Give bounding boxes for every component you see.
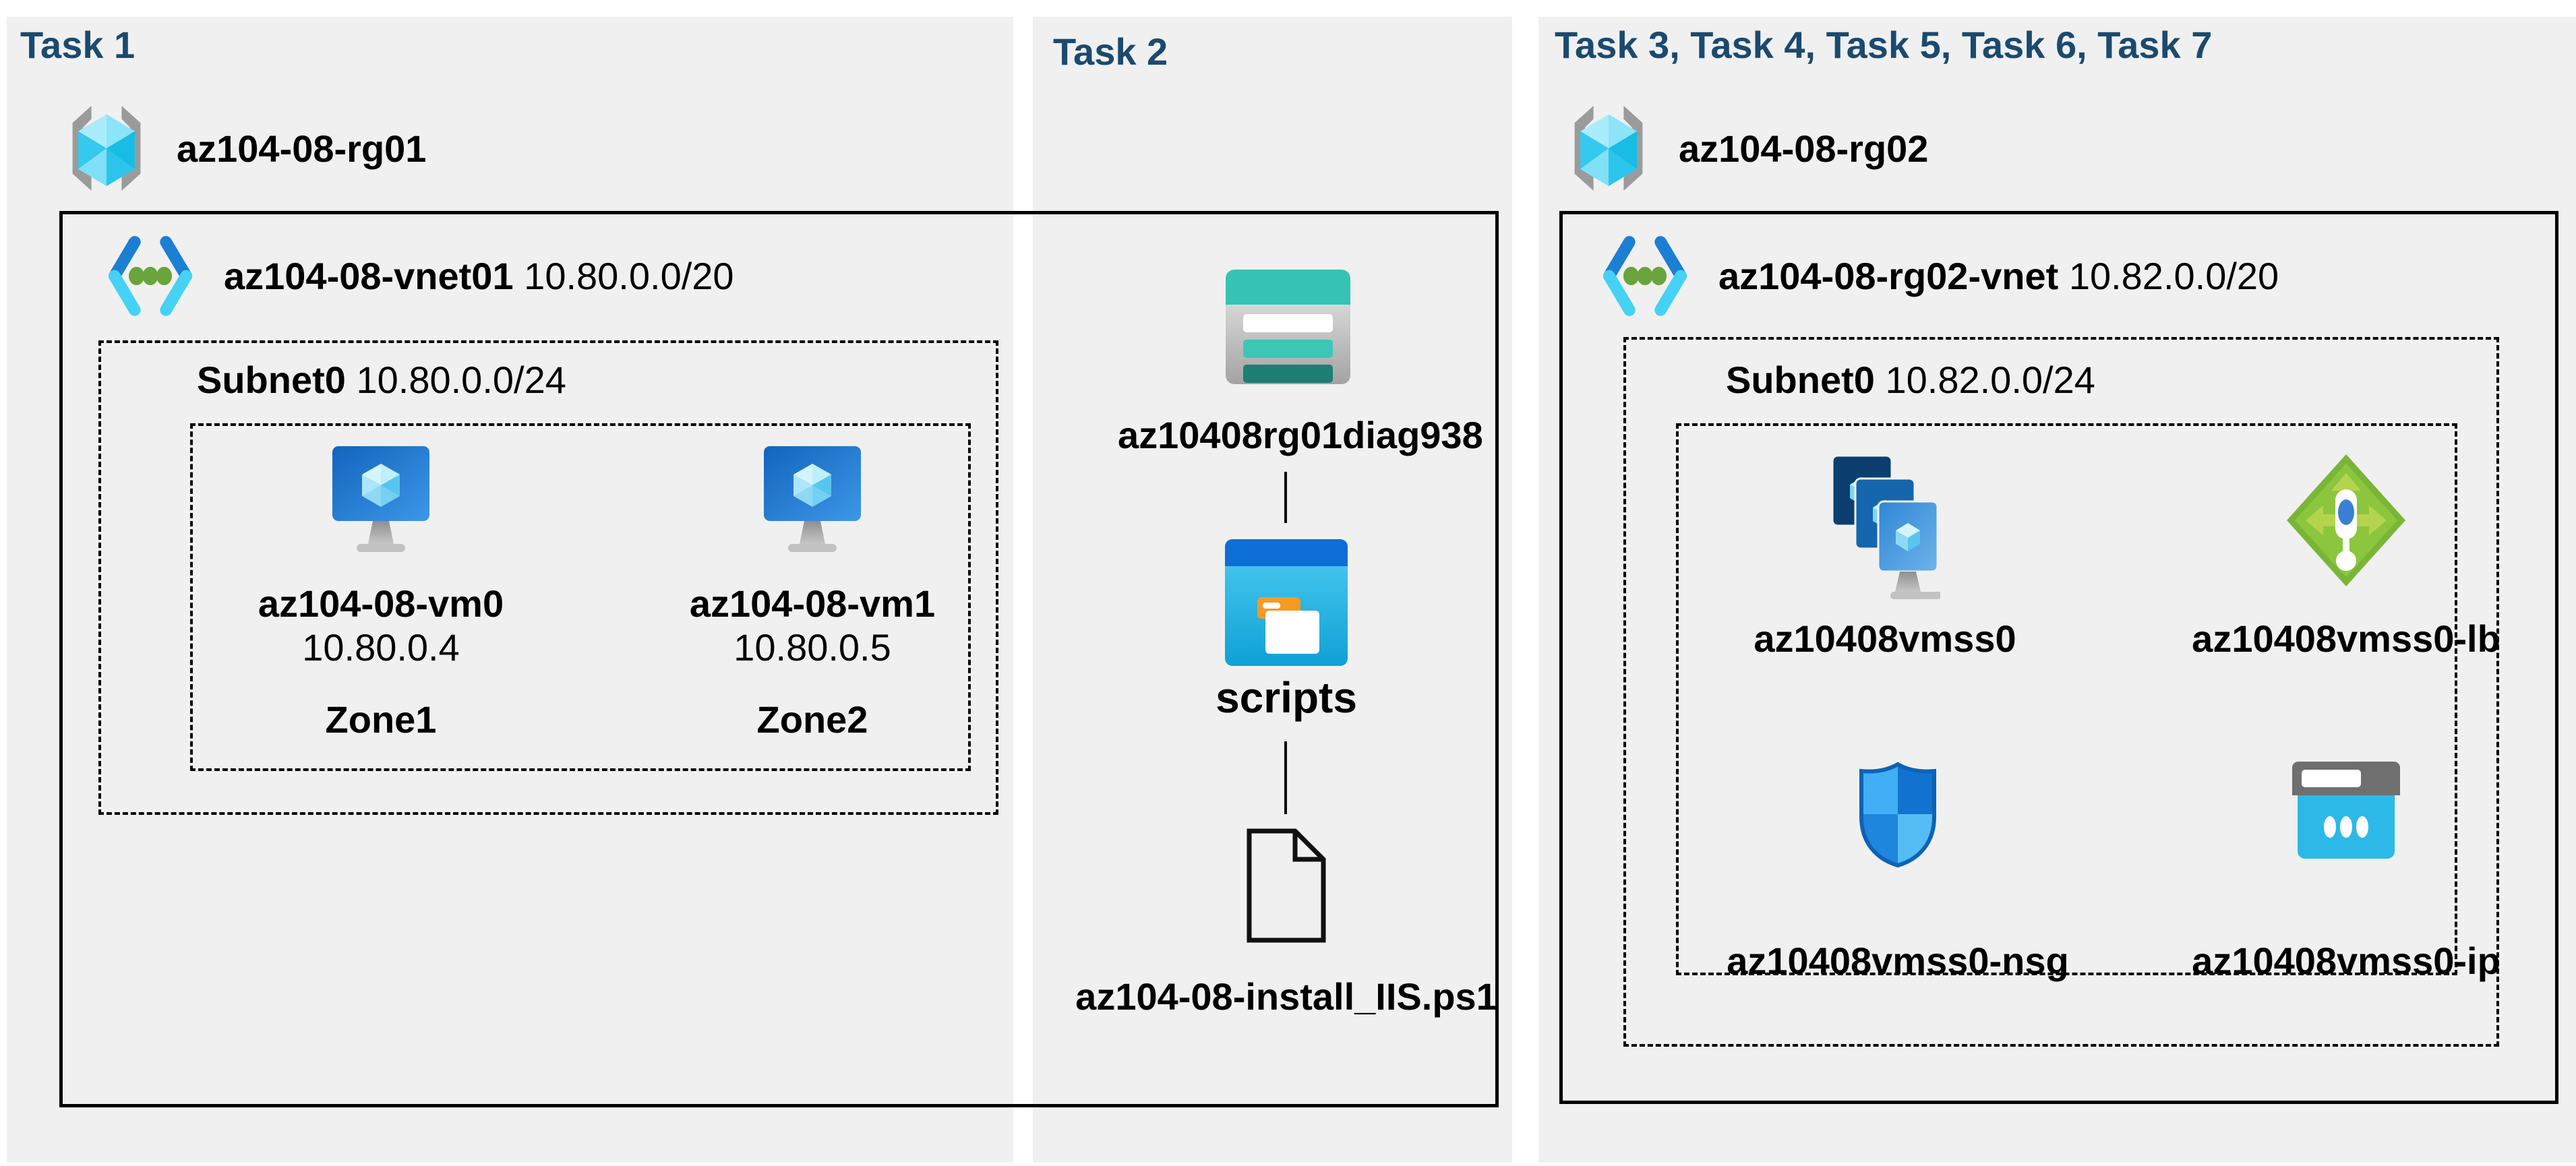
subnet0-name: Subnet0 [197,359,346,401]
vmss-icon [1832,456,1940,601]
task3-title: Task 3, Task 4, Task 5, Task 6, Task 7 [1555,24,2213,66]
vnet02-row: az104-08-rg02-vnet 10.82.0.0/20 [1594,231,2279,321]
vnet02-cidr: 10.82.0.0/20 [2068,255,2279,297]
virtual-network-icon [100,235,201,317]
subnet0-cidr: 10.80.0.0/24 [356,359,566,401]
task2-title: Task 2 [1053,30,1168,73]
subnet0-box-rg01 [98,340,998,815]
script-file-label: az104-08-install_IIS.ps1 [1075,975,1497,1018]
vnet01-cidr: 10.80.0.0/20 [524,255,734,297]
rg01-label: az104-08-rg01 [177,127,427,170]
vnet01-name: az104-08-vnet01 [224,255,514,297]
network-security-group-icon [1857,760,1938,868]
connector-container-to-file [1284,741,1287,814]
blob-container-folder-icon [1225,539,1348,666]
virtual-machine-icon [764,446,861,557]
subnet0-box-rg02 [1623,337,2499,1047]
load-balancer-icon [2285,453,2407,588]
subnet0-label-rg01: Subnet0 10.80.0.0/24 [197,358,566,402]
rg02-row: az104-08-rg02 [1561,101,1928,195]
rg01-boundary-box [59,211,1499,1107]
vm0-ip: 10.80.0.4 [302,626,460,669]
vm0-zone: Zone1 [325,698,437,741]
task1-title: Task 1 [20,24,136,66]
zone-box-rg01 [190,423,971,771]
virtual-network-icon [1594,235,1696,317]
vm1-zone: Zone2 [756,698,868,741]
subnet0-name: Subnet0 [1726,359,1875,401]
rg01-row: az104-08-rg01 [59,101,426,195]
vm1-ip: 10.80.0.5 [733,626,891,669]
vnet01-label: az104-08-vnet01 10.80.0.0/20 [224,254,734,298]
nsg-label: az10408vmss0-nsg [1727,940,2069,982]
resource-group-icon [1561,101,1656,195]
public-ip-label: az10408vmss0-ip [2192,940,2500,982]
subnet0-cidr: 10.82.0.0/24 [1885,359,2095,401]
task3-panel [1538,17,2576,1163]
vm1-name: az104-08-vm1 [689,582,936,625]
vnet01-row: az104-08-vnet01 10.80.0.0/20 [100,231,734,321]
public-ip-icon [2292,762,2400,864]
vnet02-name: az104-08-rg02-vnet [1718,255,2059,297]
storage-account-label: az10408rg01diag938 [1118,414,1483,456]
vnet02-label: az104-08-rg02-vnet 10.82.0.0/20 [1718,254,2279,298]
rg02-label: az104-08-rg02 [1679,127,1929,170]
container-label: scripts [1216,673,1357,722]
vmss-inner-box-rg02 [1676,423,2457,975]
connector-storage-to-container [1284,472,1287,523]
vm0-name: az104-08-vm0 [258,582,504,625]
load-balancer-label: az10408vmss0-lb [2192,617,2500,660]
storage-account-icon [1226,270,1350,384]
virtual-machine-icon [332,446,429,557]
task1-panel [7,17,1013,1163]
script-file-icon [1244,828,1328,944]
subnet0-label-rg02: Subnet0 10.82.0.0/24 [1726,358,2095,402]
vmss-label: az10408vmss0 [1754,617,2016,660]
rg02-boundary-box [1559,211,2558,1104]
resource-group-icon [59,101,154,195]
